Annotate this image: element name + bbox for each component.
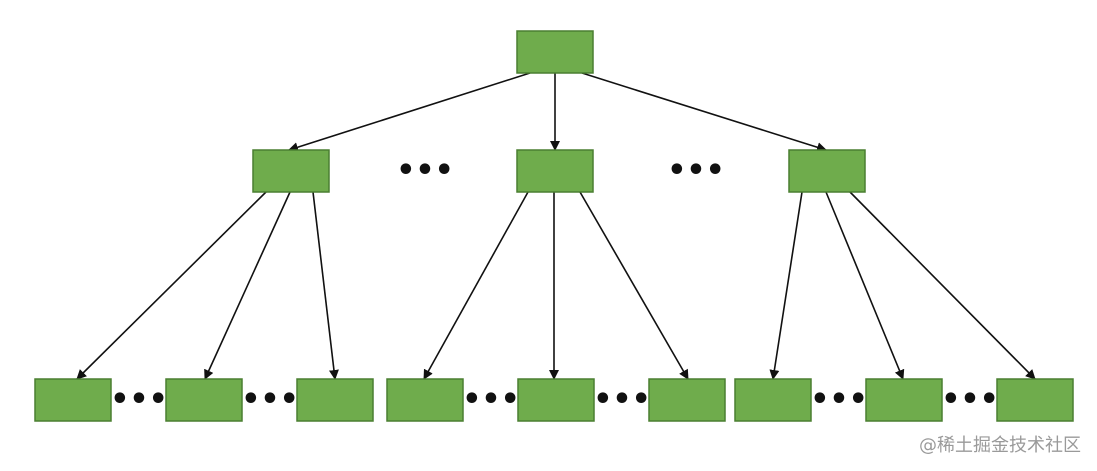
- edge-internal-1-to-leaf-1: [76, 191, 267, 380]
- tree-node-leaf-10: [996, 378, 1074, 422]
- edges-layer: [76, 72, 1036, 380]
- node-box-leaf-8: [865, 378, 943, 422]
- node-box-leaf-10: [996, 378, 1074, 422]
- ellipsis-leaf-3: •••: [462, 382, 520, 417]
- node-box-leaf-7: [734, 378, 812, 422]
- tree-node-leaf-4: [386, 378, 464, 422]
- edge-internal-1-to-leaf-2: [204, 191, 291, 380]
- watermark: @稀土掘金技术社区: [919, 435, 1081, 456]
- edge-internal-3-to-leaf-8: [825, 191, 905, 380]
- tree-node-leaf-7: [734, 378, 812, 422]
- edge-internal-3-to-leaf-10: [849, 191, 1036, 380]
- tree-node-leaf-1: [34, 378, 112, 422]
- node-box-leaf-5: [517, 378, 595, 422]
- ellipsis-layer: ••• ••• ••• ••• ••• ••• ••• •••: [110, 153, 999, 417]
- node-box-leaf-6: [648, 378, 726, 422]
- edge-internal-2-to-leaf-4: [423, 191, 529, 380]
- edge-root-to-internal-3: [581, 72, 827, 153]
- ellipsis-leaf-2: •••: [241, 382, 299, 417]
- ellipsis-leaf-1: •••: [110, 382, 168, 417]
- node-box-leaf-1: [34, 378, 112, 422]
- tree-node-leaf-8: [865, 378, 943, 422]
- tree-node-leaf-3: [296, 378, 374, 422]
- node-box-internal-3: [788, 149, 866, 193]
- tree-node-internal-2: [516, 149, 594, 193]
- edge-internal-3-to-leaf-7: [769, 191, 803, 380]
- nodes-layer: [34, 30, 1074, 422]
- tree-node-leaf-6: [648, 378, 726, 422]
- node-box-internal-2: [516, 149, 594, 193]
- tree-node-root: [516, 30, 594, 74]
- tree-node-internal-1: [252, 149, 330, 193]
- node-box-leaf-2: [165, 378, 243, 422]
- tree-node-leaf-5: [517, 378, 595, 422]
- tree-node-leaf-2: [165, 378, 243, 422]
- ellipsis-internal-1: •••: [396, 153, 454, 188]
- ellipsis-internal-2: •••: [667, 153, 725, 188]
- tree-node-internal-3: [788, 149, 866, 193]
- edge-internal-1-to-leaf-3: [312, 191, 339, 380]
- node-box-internal-1: [252, 149, 330, 193]
- ellipsis-leaf-6: •••: [941, 382, 999, 417]
- edge-root-to-internal-1: [288, 72, 531, 153]
- edge-internal-2-to-leaf-6: [579, 191, 689, 380]
- ellipsis-leaf-4: •••: [593, 382, 651, 417]
- node-box-leaf-4: [386, 378, 464, 422]
- ellipsis-leaf-5: •••: [810, 382, 868, 417]
- node-box-leaf-3: [296, 378, 374, 422]
- node-box-root: [516, 30, 594, 74]
